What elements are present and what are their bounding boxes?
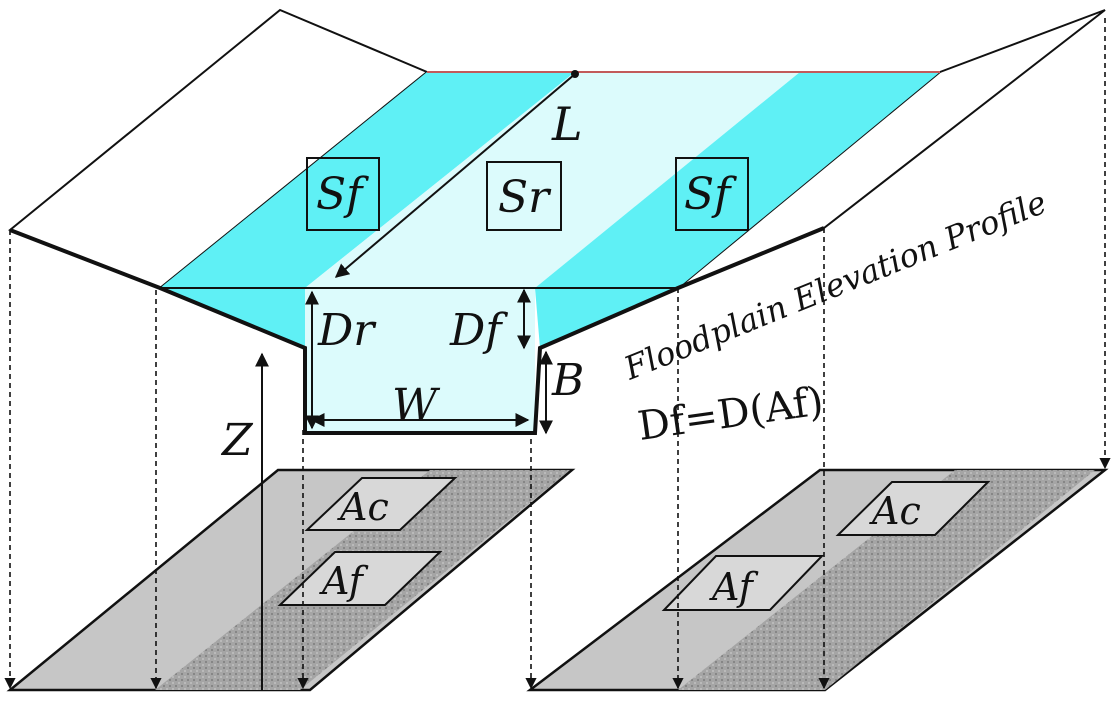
df-label: Df	[449, 305, 508, 356]
channel-water-top	[305, 72, 800, 288]
ac-box-right: Ac	[835, 481, 991, 536]
sf-box-left: Sf	[306, 157, 380, 231]
w-label: W	[392, 380, 441, 431]
ground-plane-left	[6, 468, 576, 692]
b-label: B	[551, 355, 584, 406]
z-label: Z	[220, 415, 254, 466]
projection-lines	[4, 18, 1111, 690]
sf-label-right: Sf	[684, 169, 737, 220]
sf-label-left: Sf	[316, 169, 369, 220]
sr-label: Sr	[498, 172, 552, 223]
ac-box-left: Ac	[304, 477, 458, 531]
af-label-right: Af	[709, 565, 759, 609]
sf-box-right: Sf	[675, 157, 749, 231]
ground-plane-right	[526, 468, 1109, 692]
length-label: L	[551, 97, 583, 151]
af-label-left: Af	[319, 559, 369, 603]
floodplain-left-water	[160, 72, 575, 288]
sr-box: Sr	[486, 161, 562, 231]
ac-label-left: Ac	[337, 485, 389, 529]
dr-label: Dr	[317, 305, 377, 356]
length-arrow	[334, 73, 576, 278]
af-box-right: Af	[661, 555, 825, 611]
elevation-profile-line	[9, 226, 825, 435]
floodplain-right-water	[535, 72, 940, 288]
ac-label-right: Ac	[869, 489, 921, 533]
channel-cross-section	[305, 288, 535, 433]
af-box-left: Af	[277, 551, 443, 606]
equation-label: Df=D(Af)	[635, 378, 826, 450]
